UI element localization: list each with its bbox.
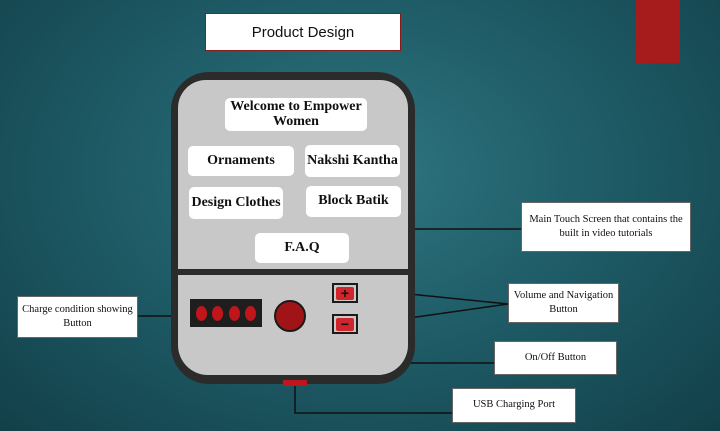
power-button[interactable] xyxy=(274,300,306,332)
diagram-title: Product Design xyxy=(205,13,401,51)
ornaments-button[interactable]: Ornaments xyxy=(188,146,294,176)
faq-button[interactable]: F.A.Q xyxy=(255,233,349,263)
minus-icon: − xyxy=(336,317,354,331)
charge-light xyxy=(228,305,240,321)
screen-divider xyxy=(178,269,408,275)
welcome-banner: Welcome to Empower Women xyxy=(225,98,367,131)
nakshi-kantha-button[interactable]: Nakshi Kantha xyxy=(305,145,400,177)
onoff-button-label: On/Off Button xyxy=(494,341,617,375)
volume-navigation-label: Volume and Navigation Button xyxy=(508,283,619,323)
usb-port-label: USB Charging Port xyxy=(452,388,576,423)
plus-icon: + xyxy=(336,286,354,300)
charge-light xyxy=(195,305,207,321)
charge-condition-label: Charge condition showing Button xyxy=(17,296,138,338)
usb-callout-line xyxy=(294,386,452,414)
volume-down-button[interactable]: − xyxy=(332,314,358,334)
charge-indicator xyxy=(190,299,262,327)
accent-bar xyxy=(636,0,680,63)
design-clothes-button[interactable]: Design Clothes xyxy=(189,187,283,219)
block-batik-button[interactable]: Block Batik xyxy=(306,186,401,217)
touch-screen-label: Main Touch Screen that contains the buil… xyxy=(521,202,691,252)
charge-light xyxy=(245,305,257,321)
charge-light xyxy=(212,305,224,321)
usb-charging-port xyxy=(283,380,307,386)
volume-up-button[interactable]: + xyxy=(332,283,358,303)
